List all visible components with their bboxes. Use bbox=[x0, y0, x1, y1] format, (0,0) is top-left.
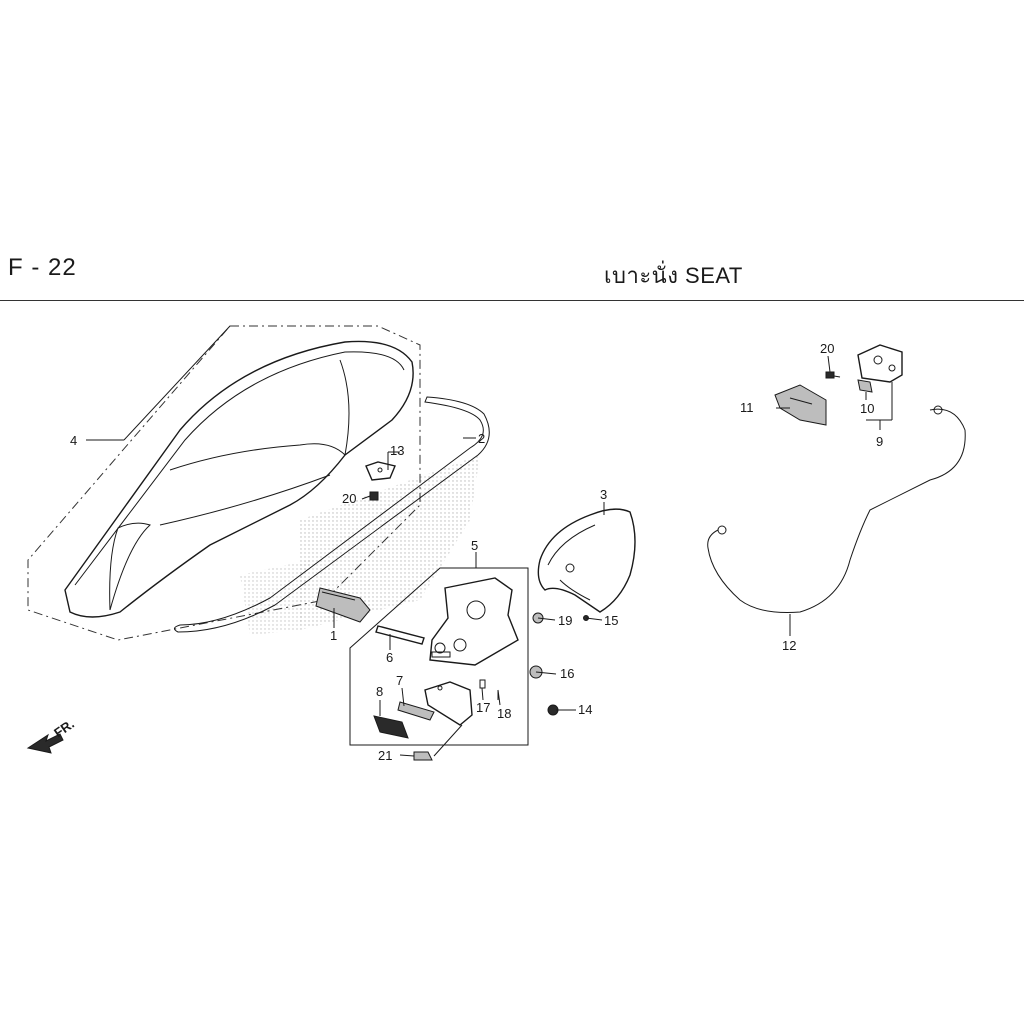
callout-8: 8 bbox=[376, 684, 383, 699]
callout-2: 2 bbox=[478, 431, 485, 446]
bolt-part-21[interactable] bbox=[413, 751, 433, 761]
seat-hinge-bracket-part-5[interactable] bbox=[429, 577, 519, 666]
callout-15: 15 bbox=[604, 613, 618, 628]
hinge-base-part-7[interactable] bbox=[424, 681, 473, 726]
callout-20-seat: 20 bbox=[342, 491, 356, 506]
bolt-part-20[interactable] bbox=[369, 491, 379, 501]
callout-14: 14 bbox=[578, 702, 592, 717]
diagram-title: เบาะนั่ง SEAT bbox=[604, 263, 743, 288]
spring-part-8[interactable] bbox=[373, 715, 409, 739]
honda-wing-watermark bbox=[240, 455, 480, 635]
callout-labels: 4 2 13 20 3 5 1 6 7 8 19 15 16 14 17 18 … bbox=[70, 341, 883, 763]
callout-11: 11 bbox=[740, 400, 754, 415]
callout-4: 4 bbox=[70, 433, 77, 448]
callout-1: 1 bbox=[330, 628, 337, 643]
callout-16: 16 bbox=[560, 666, 574, 681]
callout-21: 21 bbox=[378, 748, 392, 763]
seat-lock-part-9[interactable] bbox=[857, 344, 903, 383]
cushion-part-17[interactable] bbox=[479, 679, 486, 689]
callout-13: 13 bbox=[390, 443, 404, 458]
cable-end-fitting-2 bbox=[717, 525, 727, 535]
hinge-group-outline bbox=[349, 567, 529, 746]
rod-part-7[interactable] bbox=[397, 701, 435, 721]
callout-9: 9 bbox=[876, 434, 883, 449]
spring-part-10[interactable] bbox=[857, 379, 873, 393]
callout-12: 12 bbox=[782, 638, 796, 653]
leader-lines bbox=[86, 325, 893, 757]
callout-18: 18 bbox=[497, 706, 511, 721]
latch-plate-part-13[interactable] bbox=[365, 461, 396, 481]
front-direction-arrow-icon bbox=[26, 733, 64, 754]
cable-end-fitting bbox=[933, 405, 943, 415]
callout-7: 7 bbox=[396, 673, 403, 688]
diagram-code: F - 22 bbox=[8, 254, 77, 281]
callout-5: 5 bbox=[471, 538, 478, 553]
callout-20-lock: 20 bbox=[820, 341, 834, 356]
inner-cover-part-3[interactable] bbox=[537, 508, 636, 613]
seat-lock-cable-part-12[interactable] bbox=[707, 408, 966, 613]
seat-part-4[interactable] bbox=[64, 340, 414, 618]
tail-lens-part-1[interactable] bbox=[315, 587, 371, 623]
callout-19: 19 bbox=[558, 613, 572, 628]
pin-part-6[interactable] bbox=[375, 625, 425, 645]
callout-3: 3 bbox=[600, 487, 607, 502]
callout-6: 6 bbox=[386, 650, 393, 665]
bolt-part-20-lock[interactable] bbox=[825, 371, 835, 379]
lock-cover-part-11[interactable] bbox=[774, 384, 827, 426]
callout-10: 10 bbox=[860, 401, 874, 416]
seat-rubber-strip-part-2[interactable] bbox=[174, 396, 490, 633]
callout-17: 17 bbox=[476, 700, 490, 715]
header-divider bbox=[0, 300, 1024, 301]
